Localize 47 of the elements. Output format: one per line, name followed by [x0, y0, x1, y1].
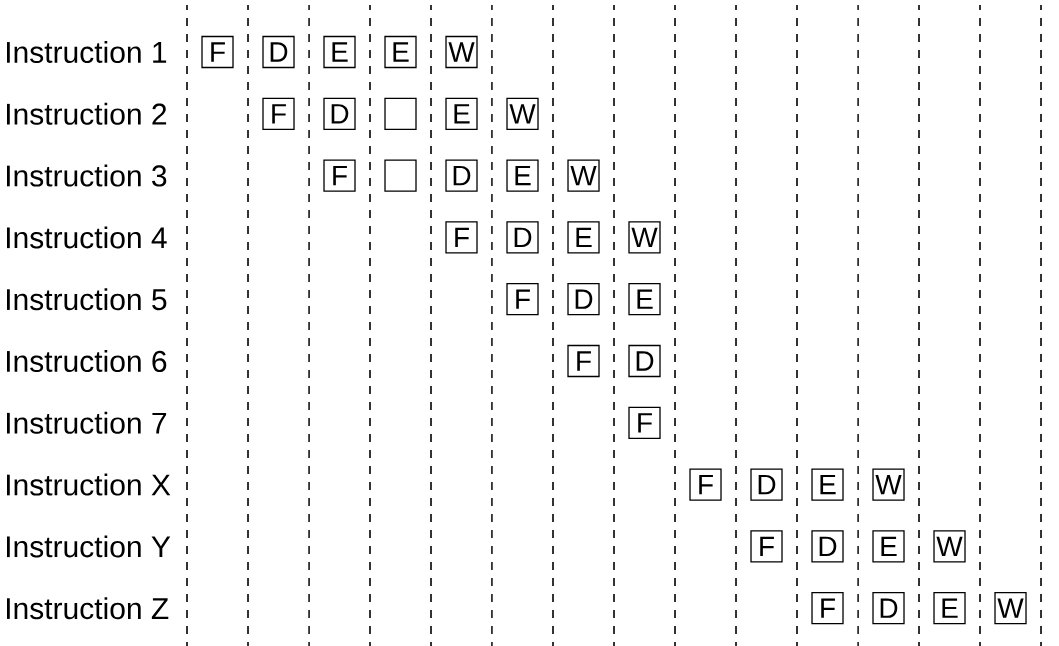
row-label: Instruction 2	[7, 102, 167, 125]
stage-box: F	[811, 592, 844, 625]
empty-box	[384, 97, 417, 130]
stage-box: E	[872, 530, 905, 563]
row-label: Instruction 7	[7, 411, 167, 434]
stage-box: W	[872, 468, 905, 501]
stage-box: E	[933, 592, 966, 625]
stage-box: W	[567, 159, 600, 192]
stage-box: F	[262, 97, 295, 130]
stage-box: D	[506, 221, 539, 254]
stage-box: E	[628, 283, 661, 316]
row-label: Instruction X	[7, 473, 171, 496]
stage-box: E	[506, 159, 539, 192]
row-label: Instruction 5	[7, 288, 167, 311]
stage-box: F	[506, 283, 539, 316]
row-label: Instruction 1	[7, 41, 167, 63]
stage-box: W	[933, 530, 966, 563]
stage-box: E	[384, 35, 417, 69]
stage-box: F	[750, 530, 783, 563]
stage-box: W	[506, 97, 539, 130]
stage-box: D	[872, 592, 905, 625]
stage-box: W	[445, 35, 478, 69]
stage-box: D	[750, 468, 783, 501]
stage-box: F	[323, 159, 356, 192]
stage-box: F	[628, 406, 661, 439]
row-label: Instruction 3	[7, 164, 167, 187]
stage-box: W	[628, 221, 661, 254]
stage-box: D	[628, 344, 661, 378]
stage-box: E	[323, 35, 356, 69]
stage-box: E	[567, 221, 600, 254]
stage-box: D	[262, 35, 295, 69]
stage-box: F	[567, 344, 600, 378]
stage-box: F	[201, 35, 234, 69]
empty-box	[384, 159, 417, 192]
stage-box: D	[811, 530, 844, 563]
stage-box: E	[811, 468, 844, 501]
stage-box: D	[323, 97, 356, 130]
stage-box: D	[567, 283, 600, 316]
row-label: Instruction 6	[7, 350, 167, 372]
stage-box: E	[445, 97, 478, 130]
stage-box: D	[445, 159, 478, 192]
row-label: Instruction Z	[7, 597, 169, 620]
row-label: Instruction 4	[7, 226, 167, 249]
stage-box: W	[994, 592, 1027, 625]
row-label: Instruction Y	[7, 535, 171, 558]
stage-box: F	[445, 221, 478, 254]
stage-box: F	[689, 468, 722, 501]
